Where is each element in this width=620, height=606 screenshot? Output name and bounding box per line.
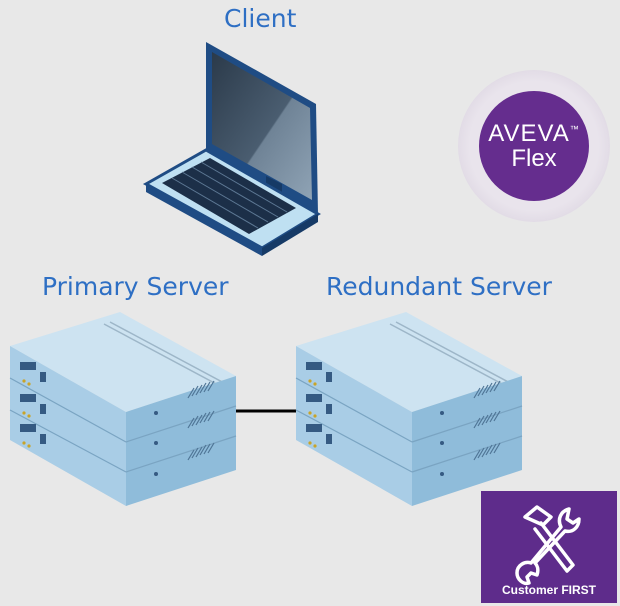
customer-first-logo: Customer FIRST <box>481 491 617 603</box>
redundant-server-unit <box>296 346 522 442</box>
primary-server-unit <box>10 378 236 472</box>
aveva-product-text: Flex <box>511 145 557 172</box>
primary-server-unit <box>10 346 236 442</box>
laptop-icon <box>142 42 321 256</box>
aveva-brand-text: AVEVA™ <box>488 119 580 147</box>
primary-server-unit <box>10 410 236 506</box>
aveva-flex-logo-circle: AVEVA™ Flex <box>479 91 589 201</box>
primary-server-label: Primary Server <box>42 272 229 301</box>
tools-icon <box>515 505 581 586</box>
redundant-server-label: Redundant Server <box>326 272 552 301</box>
redundant-server-stack <box>295 312 523 506</box>
customer-first-text: Customer FIRST <box>501 583 596 597</box>
redundant-server-unit <box>296 378 522 472</box>
primary-server-stack <box>9 312 237 506</box>
aveva-flex-logo: AVEVA™ Flex <box>458 70 610 222</box>
client-label: Client <box>224 4 297 33</box>
redundant-server-unit <box>296 410 522 506</box>
